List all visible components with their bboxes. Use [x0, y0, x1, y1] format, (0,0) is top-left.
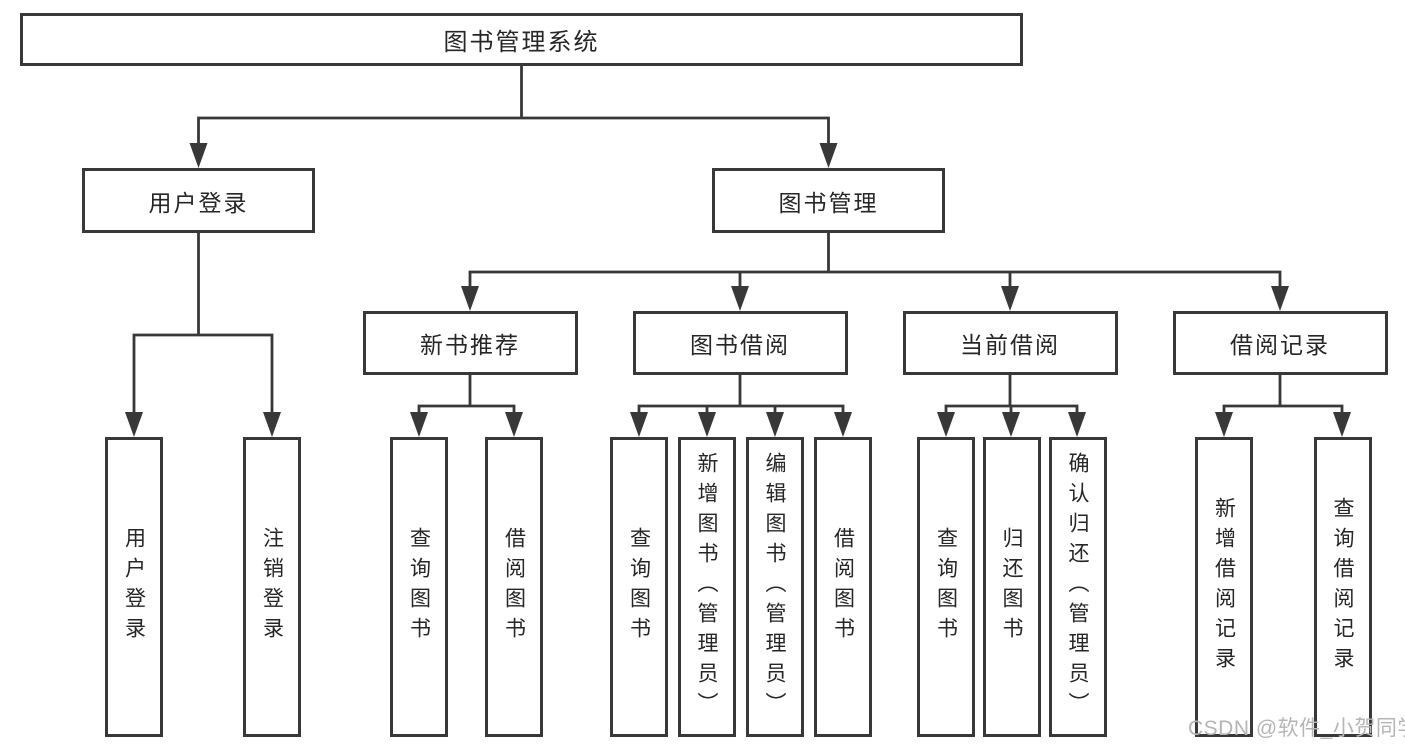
node-user-login: 用户登录: [82, 168, 315, 233]
connector-new-book-recommendation-to-leaves: [410, 373, 523, 437]
node-book-borrowing: 图书借阅: [632, 311, 848, 375]
leaf-records-query-borrow-record: 查询借阅记录: [1313, 437, 1372, 737]
leaf-current-confirm-return-admin: 确认归还（管理员）: [1048, 437, 1107, 737]
node-new-book-recommendation: 新书推荐: [362, 311, 578, 375]
arrowhead: [1271, 286, 1289, 311]
csdn-watermark: CSDN @软件_小贺同学: [1188, 717, 1405, 740]
leaf-current-return-books: 归还图书: [982, 437, 1041, 737]
arrowhead: [1002, 412, 1020, 437]
arrowhead: [263, 412, 281, 437]
leaf-current-query-books: 查询图书: [917, 437, 975, 737]
arrowhead: [189, 143, 208, 168]
leaf-borrowing-borrow-books: 借阅图书: [814, 437, 872, 737]
node-library-management-system: 图书管理系统: [20, 13, 1023, 66]
arrowhead: [125, 412, 143, 437]
connector-book-management-to-level3: [461, 231, 1289, 311]
node-current-borrowing: 当前借阅: [902, 311, 1118, 375]
leaf-borrowing-add-books-admin: 新增图书（管理员）: [677, 437, 736, 737]
connector-book-borrowing-to-leaves: [630, 373, 852, 437]
connector-root-to-level2: [189, 64, 838, 168]
arrowhead: [1068, 412, 1086, 437]
arrowhead: [819, 143, 838, 168]
arrowhead: [505, 412, 523, 437]
arrowhead: [1215, 412, 1233, 437]
connector-current-borrowing-to-leaves: [937, 373, 1086, 437]
leaf-logout: 注销登录: [243, 437, 301, 737]
leaf-borrowing-query-books: 查询图书: [610, 437, 668, 737]
arrowhead: [630, 412, 648, 437]
arrowhead: [731, 286, 749, 311]
connector-borrowing-records-to-leaves: [1215, 373, 1351, 437]
arrowhead: [834, 412, 852, 437]
leaf-recommend-query-books: 查询图书: [390, 437, 448, 737]
leaf-records-add-borrow-record: 新增借阅记录: [1195, 437, 1253, 737]
arrowhead: [461, 286, 479, 311]
arrowhead: [766, 412, 784, 437]
node-borrowing-records: 借阅记录: [1172, 311, 1388, 375]
node-book-management: 图书管理: [712, 168, 945, 233]
leaf-borrowing-edit-books-admin: 编辑图书（管理员）: [745, 437, 804, 737]
leaf-user-login: 用户登录: [105, 437, 163, 737]
arrowhead: [1001, 286, 1019, 311]
arrowhead: [410, 412, 428, 437]
leaf-recommend-borrow-books: 借阅图书: [485, 437, 543, 737]
arrowhead: [698, 412, 716, 437]
connector-user-login-to-leaves: [125, 231, 281, 437]
arrowhead: [937, 412, 955, 437]
arrowhead: [1333, 412, 1351, 437]
